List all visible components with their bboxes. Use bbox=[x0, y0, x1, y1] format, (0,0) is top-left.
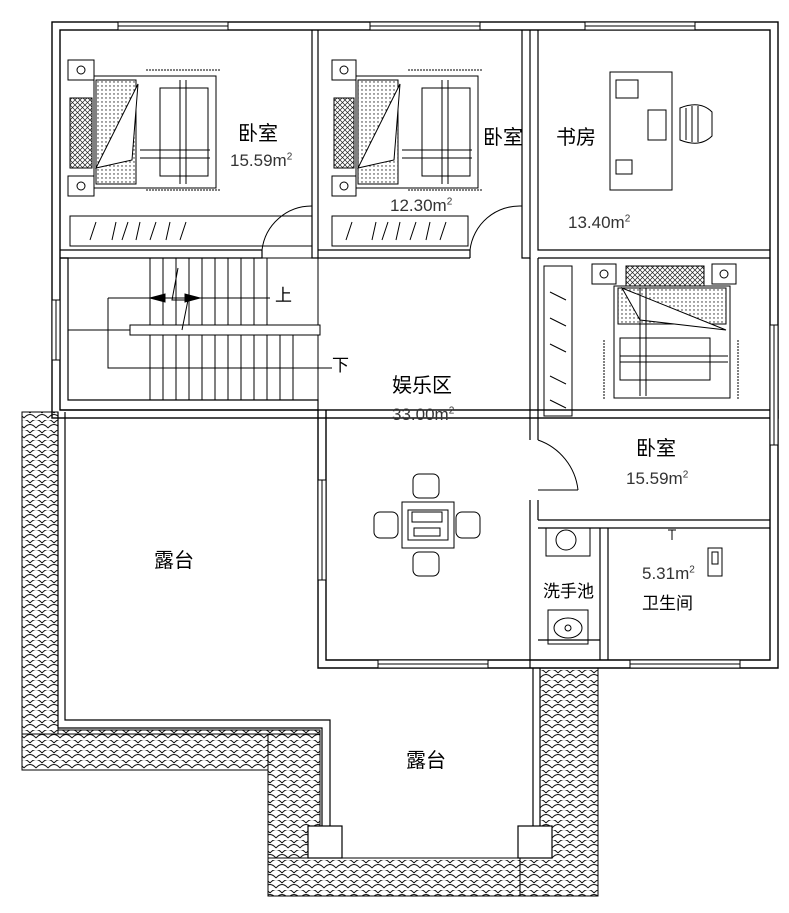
terrace-outline bbox=[57, 412, 541, 826]
bed-n bbox=[331, 59, 482, 247]
room-area-study: 13.40m2 bbox=[568, 213, 631, 232]
windows bbox=[51, 21, 779, 669]
bed-nw bbox=[67, 59, 313, 247]
dining-set bbox=[373, 473, 481, 577]
room-area-bedroom-nw: 15.59m2 bbox=[230, 151, 293, 170]
room-label-terrace-s: 露台 bbox=[406, 748, 446, 772]
room-label-bedroom-n: 卧室 bbox=[483, 125, 523, 149]
room-label-study: 书房 bbox=[556, 125, 596, 149]
room-label-bathroom: 卫生间 bbox=[642, 594, 693, 614]
fixtures bbox=[545, 527, 723, 645]
room-area-bedroom-e: 15.59m2 bbox=[626, 469, 689, 488]
stair-down-label: 下 bbox=[332, 356, 349, 376]
room-area-bathroom: 5.31m2 bbox=[642, 564, 695, 583]
room-area-bedroom-n: 12.30m2 bbox=[390, 196, 453, 215]
room-label-terrace-w: 露台 bbox=[154, 548, 194, 572]
room-label-bedroom-nw: 卧室 bbox=[238, 121, 278, 145]
room-label-entertainment: 娱乐区 bbox=[392, 373, 452, 397]
room-label-washbasin: 洗手池 bbox=[543, 582, 594, 602]
stair-up-label: 上 bbox=[275, 286, 292, 306]
study-desk bbox=[609, 71, 713, 191]
staircase bbox=[67, 257, 332, 401]
room-area-entertainment: 33.00m2 bbox=[392, 405, 455, 424]
room-label-bedroom-e: 卧室 bbox=[636, 436, 676, 460]
bed-e bbox=[543, 263, 739, 417]
